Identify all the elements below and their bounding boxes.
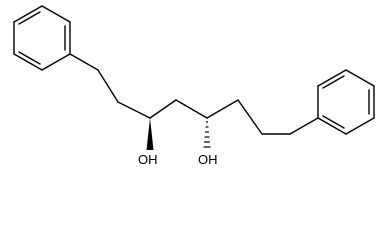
wedge-bond-c3 bbox=[146, 118, 154, 150]
hydroxyl-label-right: OH bbox=[198, 152, 218, 167]
molecule-drawing: OH OH bbox=[13, 5, 375, 167]
structure-canvas: OH OH bbox=[13, 5, 375, 167]
right-phenyl-ring bbox=[317, 69, 375, 135]
hydroxyl-label-left: OH bbox=[138, 152, 158, 167]
hashed-bond-c5 bbox=[203, 121, 211, 148]
left-phenyl-ring bbox=[13, 5, 71, 71]
carbon-chain bbox=[69, 53, 319, 135]
